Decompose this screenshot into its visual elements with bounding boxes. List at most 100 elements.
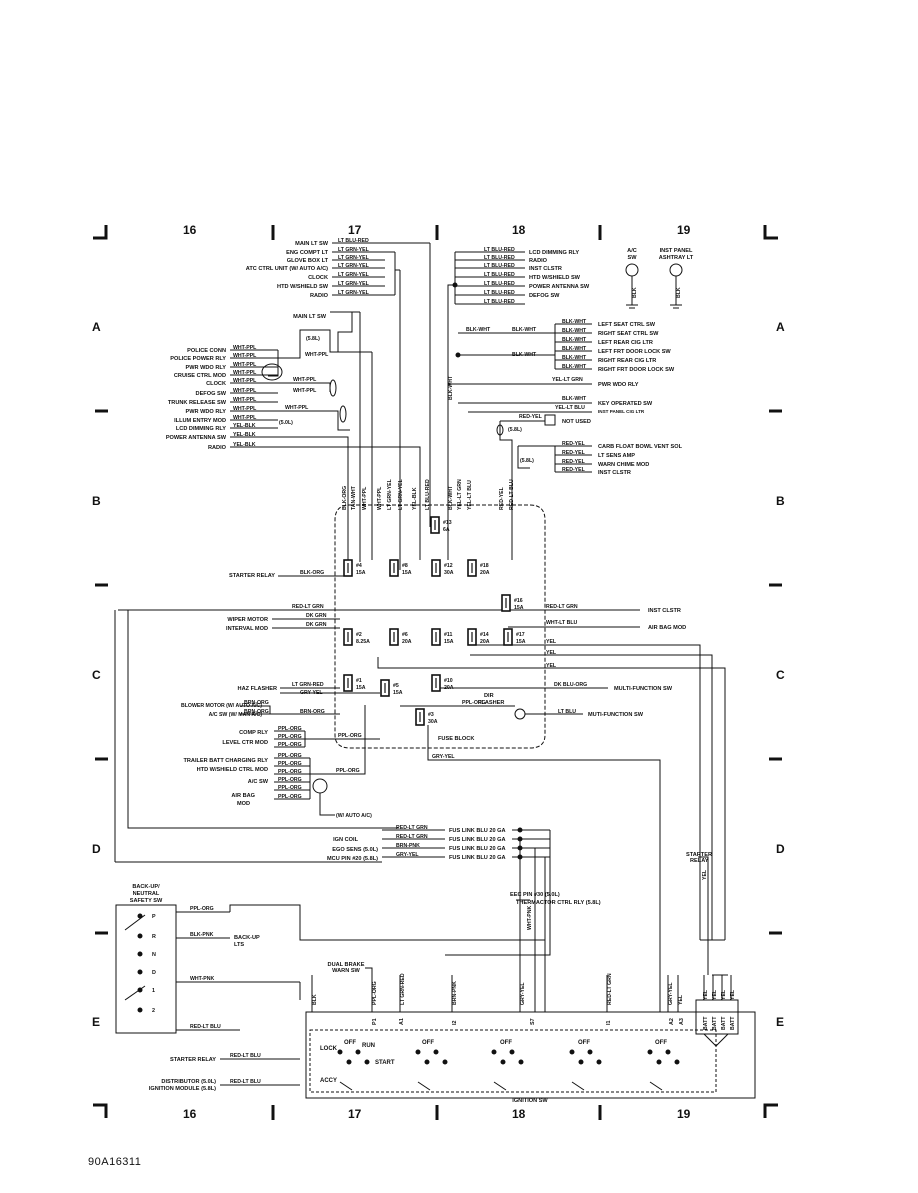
fuse-link-label: FUS LINK BLU 20 GA [449, 828, 506, 834]
column-label-17: 17 [348, 223, 362, 237]
left-connector-label: RADIO [310, 293, 329, 299]
left-connector-label: IGNITION MODULE (5.8L) [149, 1086, 216, 1092]
switch-contact [647, 1049, 653, 1055]
wire-color-label: BLK-WHT [512, 327, 537, 333]
engine-note: (W/ AUTO A/C) [336, 813, 372, 819]
wire [124, 985, 146, 1001]
wire-color-label: LT GRN-YEL [338, 255, 370, 261]
wire-color-label: RED-LT GRN [396, 825, 428, 831]
right-connector-label: DUAL BRAKE [328, 962, 365, 968]
fuse-link-label: FUS LINK BLU 20 GA [449, 837, 506, 843]
switch-contact [337, 1049, 343, 1055]
right-connector-label: EEC PIN #30 (5.0L) [510, 892, 560, 898]
splice-loop [312, 778, 328, 794]
right-connector-label: A/C [627, 248, 637, 254]
wire-color-label: PPL-ORG [278, 734, 302, 740]
wire [278, 329, 345, 359]
left-connector-label: CLOCK [206, 381, 226, 387]
switch-contact [442, 1059, 448, 1065]
wire-color-label: PPL-ORG [338, 733, 362, 739]
wire-color-label: TAN-WHT [351, 485, 357, 510]
right-connector-label: RIGHT REAR CIG LTR [598, 358, 656, 364]
wire-color-label: RED-LT GRN [546, 604, 578, 610]
fuse-2-rating: 8.25A [356, 639, 370, 645]
wire [278, 436, 349, 562]
right-connector-label: INST PANEL CIG LTR [598, 409, 645, 414]
left-connector-label: DEFOG SW [196, 391, 227, 397]
right-connector-label: PWR WDO RLY [598, 382, 639, 388]
fuse-1-rating: 15A [356, 685, 366, 691]
wire [268, 350, 279, 377]
wire-color-label: DK GRN [306, 622, 327, 628]
wire-color-label: YEL-LT BLU [467, 480, 473, 510]
frame-corners [93, 225, 778, 1118]
column-label-17-bottom: 17 [348, 1107, 362, 1121]
wire-color-label: PPL-ORG [278, 761, 302, 767]
wire-color-label: BLK-WHT [562, 396, 587, 402]
wire-color-label: WHT-PPL [285, 405, 309, 411]
wire-color-label: RED-YEL [562, 450, 586, 456]
fuse-18-rating: 20A [480, 570, 490, 576]
left-connector-label: A/C SW (W/ MAN A/C) [209, 712, 263, 718]
fuse-8-id: #8 [402, 563, 408, 569]
left-connector-label: RADIO [208, 445, 227, 451]
wire-color-label: RED-LT GRN [607, 973, 613, 1005]
wires [114, 242, 732, 1091]
wire-color-label: GRY-YEL [668, 982, 674, 1005]
safety-switch-position: D [152, 970, 156, 976]
right-connector-label: LCD DIMMING RLY [529, 250, 579, 256]
switch-contact [500, 1059, 506, 1065]
wire [703, 1033, 729, 1047]
row-label-d-right: D [776, 842, 785, 856]
wire-color-label: YEL-BLK [412, 487, 418, 510]
switch-contact [509, 1049, 515, 1055]
wire [499, 421, 513, 560]
switch-contact [578, 1059, 584, 1065]
column-label-16-bottom: 16 [183, 1107, 197, 1121]
wire-color-label: RED-YEL [519, 414, 543, 420]
left-connector-label: CRUISE CTRL MOD [174, 373, 226, 379]
wire-color-label: BRN-PNK [396, 843, 420, 849]
wire-color-label: BRN-ORG [244, 700, 269, 706]
row-label-a-right: A [776, 320, 785, 334]
wire-color-label: RED-YEL [562, 467, 586, 473]
wire-color-label: YEL-BLK [233, 442, 256, 448]
wire-color-label: RED-LT GRN [292, 604, 324, 610]
right-connector-label: AIR BAG MOD [648, 625, 686, 631]
right-connector-label: INST CLSTR [598, 470, 631, 476]
switch-blade [649, 1081, 663, 1091]
wire-color-label: WHT-PPL [233, 388, 257, 394]
wire-color-label: BLK-PNK [190, 932, 214, 938]
wire [445, 830, 551, 956]
wire-color-label: LT GRN-YEL [338, 272, 370, 278]
wire-color-label: PPL-ORG [278, 777, 302, 783]
switch-blade [339, 1081, 353, 1091]
wire-color-label: PPL-ORG [278, 785, 302, 791]
wire-color-label: WHT-PPL [362, 486, 368, 510]
fuse-17-id: #17 [516, 632, 525, 638]
left-connector-label: STARTER RELAY [170, 1057, 216, 1063]
fuse-1-id: #1 [356, 678, 362, 684]
ignition-position: START [375, 1060, 395, 1066]
fuse-6-rating: 20A [402, 639, 412, 645]
row-label-b: B [92, 494, 101, 508]
wire [470, 644, 701, 940]
right-connector-label: LTS [234, 942, 244, 948]
ignition-position: ACCY [320, 1078, 337, 1084]
ignition-position: LOCK [320, 1046, 338, 1052]
wire-color-label: LT BLU-RED [484, 290, 515, 296]
splice-dot [137, 933, 143, 939]
wire [278, 446, 421, 560]
not-used-terminal [544, 414, 556, 426]
left-connector-label: POLICE CONN [187, 348, 226, 354]
switch-contact [596, 1059, 602, 1065]
ignition-pin: I2 [452, 1021, 458, 1026]
right-connector-label: POWER ANTENNA SW [529, 284, 590, 290]
wire-color-label: YEL [702, 869, 708, 880]
fuse-11-id: #11 [444, 632, 452, 638]
switch-contact [364, 1059, 370, 1065]
fuse-link-label: FUS LINK BLU 20 GA [449, 846, 506, 852]
wire-color-label: RED-LT BLU [230, 1053, 261, 1059]
wire-color-label: WHT-PPL [233, 415, 257, 421]
ignition-pin: A1 [399, 1018, 405, 1025]
